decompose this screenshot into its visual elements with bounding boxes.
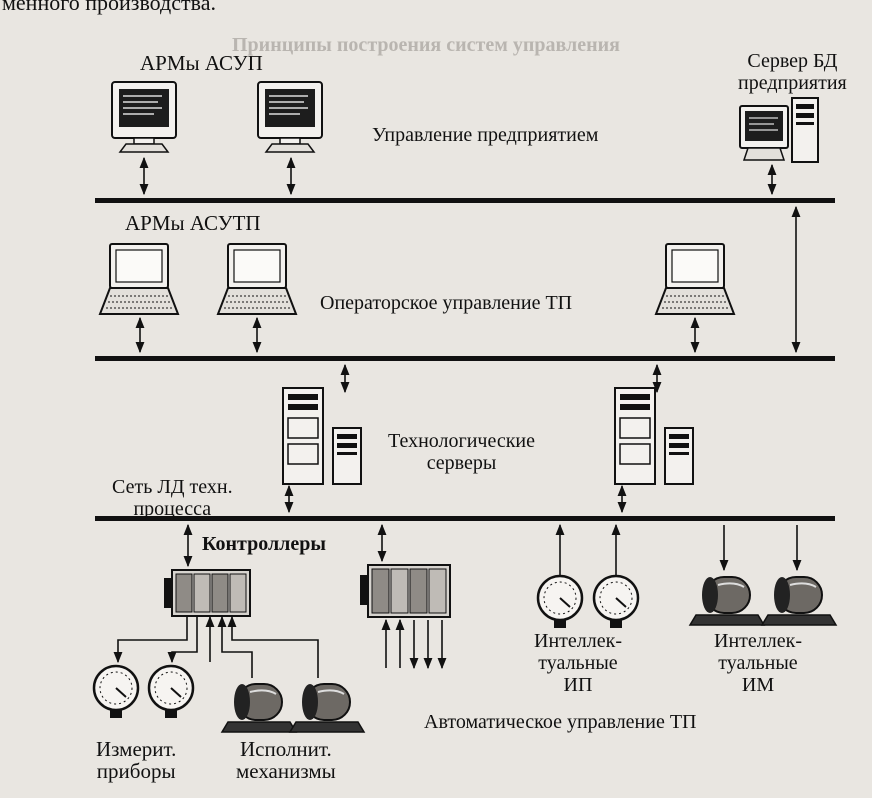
process-bus [95, 516, 835, 521]
gauge-icon [147, 664, 195, 718]
gauge-icon [592, 574, 640, 628]
label-db-server: Сервер БД предприятия [738, 50, 847, 94]
db-server-icon [739, 97, 819, 163]
label-actuator-mechanisms-text: Исполнит. механизмы [236, 737, 336, 783]
label-smart-sensors-text: Интеллек- туальные ИП [534, 630, 622, 696]
label-measuring-devices-text: Измерит. приборы [96, 737, 177, 783]
controller-icon [360, 564, 451, 618]
tech-server-icon [614, 387, 694, 485]
asup-monitor-icon [257, 81, 323, 153]
label-tech-servers: Технологические серверы [388, 430, 535, 474]
label-asup-workstations: АРМы АСУП [140, 51, 263, 75]
controller-icon [164, 569, 251, 617]
controller-io-lines [113, 615, 319, 678]
actuator-icon [220, 683, 298, 733]
label-smart-actuators: Интеллек- туальные ИМ [714, 630, 802, 696]
laptop-icon [654, 243, 736, 315]
tech-server-icon [282, 387, 362, 485]
gauge-icon [92, 664, 140, 718]
laptop-icon [216, 243, 298, 315]
gauge-icon [536, 574, 584, 628]
actuator-icon [688, 576, 766, 626]
label-smart-actuators-text: Интеллек- туальные ИМ [714, 630, 802, 696]
label-automatic-control: Автоматическое управление ТП [424, 711, 697, 733]
label-enterprise-management: Управление предприятием [372, 124, 599, 146]
label-asutp-workstations: АРМы АСУТП [125, 211, 261, 235]
label-actuator-mechanisms: Исполнит. механизмы [236, 738, 336, 782]
label-db-server-text: Сервер БД предприятия [738, 50, 847, 94]
operator-bus [95, 356, 835, 361]
actuator-icon [760, 576, 838, 626]
label-process-network-text: Сеть ЛД техн. процесса [112, 476, 233, 520]
page-header-fragment: менного производства. [2, 0, 216, 15]
label-measuring-devices: Измерит. приборы [96, 738, 176, 782]
label-controllers: Контроллеры [202, 533, 327, 555]
asup-monitor-icon [111, 81, 177, 153]
laptop-icon [98, 243, 180, 315]
label-tech-servers-text: Технологические серверы [388, 430, 536, 474]
enterprise-bus [95, 198, 835, 203]
actuator-icon [288, 683, 366, 733]
label-smart-sensors: Интеллек- туальные ИП [534, 630, 622, 696]
faded-heading: Принципы построения систем управления [232, 34, 620, 56]
label-process-network: Сеть ЛД техн. процесса [112, 476, 233, 520]
label-operator-control: Операторское управление ТП [320, 292, 573, 314]
